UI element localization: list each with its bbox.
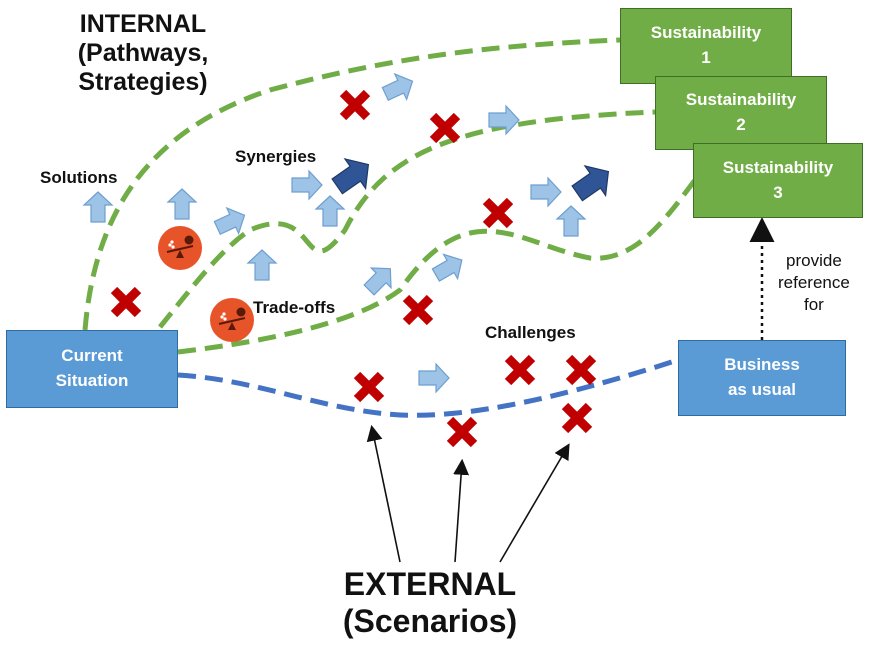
light-blue-arrow-icon-7 [363, 267, 392, 296]
current-situation-box: Current Situation [6, 330, 178, 408]
red-cross-icon-4 [482, 197, 514, 229]
external-heading: EXTERNAL (Scenarios) [300, 566, 560, 640]
red-cross-icon-8 [565, 354, 597, 386]
red-cross-icon-10 [561, 402, 593, 434]
current-situation-line1: Current [61, 346, 123, 366]
dark-blue-arrow-icon-2 [571, 165, 610, 202]
challenges-label: Challenges [485, 323, 576, 342]
sustainability-1-line1: Sustainability [650, 23, 762, 43]
scenario-arrow-2 [453, 458, 470, 563]
red-cross-icon-1 [110, 286, 142, 318]
scenario-arrow-1 [366, 424, 401, 563]
red-cross-icon-2 [339, 89, 371, 121]
external-heading-line1: EXTERNAL [343, 566, 517, 602]
light-blue-arrow-icon-6 [314, 195, 346, 227]
provide-reference-line1: provide [786, 251, 842, 270]
provide-reference-line2: reference [778, 273, 850, 293]
red-cross-icon-7 [504, 354, 536, 386]
sustainability-2-box: Sustainability 2 [655, 76, 827, 150]
light-blue-arrow-icon-5 [291, 169, 323, 201]
provide-reference-line3: for [803, 295, 824, 315]
red-cross-icon-6 [353, 371, 385, 403]
light-blue-arrow-icon-3 [213, 206, 246, 236]
dark-blue-arrow-icon-1 [331, 158, 370, 195]
light-blue-arrow-icon-4 [246, 249, 278, 281]
light-blue-arrow-icon-11 [530, 176, 562, 208]
internal-heading-line2: (Pathways, [77, 38, 209, 67]
sustainability-1-box: Sustainability 1 [620, 8, 792, 84]
internal-heading: INTERNAL (Pathways, Strategies) [48, 10, 238, 96]
external-heading-line2: (Scenarios) [342, 602, 518, 639]
provide-reference-label: provide reference for [778, 250, 850, 316]
red-cross-icon-9 [446, 416, 478, 448]
red-cross-icon-3 [429, 112, 461, 144]
light-blue-arrow-icon-2 [166, 188, 198, 220]
business-as-usual-path [177, 357, 679, 418]
sustainability-3-line1: Sustainability [722, 157, 834, 177]
light-blue-arrow-icon-12 [555, 205, 587, 237]
business-as-usual-box: Business as usual [678, 340, 846, 416]
internal-heading-line3: Strategies) [78, 67, 208, 96]
red-cross-icon-5 [402, 294, 434, 326]
light-blue-arrow-icon-10 [488, 104, 520, 136]
business-as-usual-line2: as usual [727, 380, 797, 399]
balance-scale-icon-1 [158, 226, 202, 270]
scenario-arrow-3 [499, 443, 570, 563]
light-blue-arrow-icon-13 [418, 362, 450, 394]
light-blue-arrow-icon-1 [82, 191, 114, 223]
pathway-to-sustainability-1 [82, 37, 621, 331]
sustainability-3-box: Sustainability 3 [693, 143, 863, 218]
tradeoffs-label: Trade-offs [253, 298, 336, 317]
current-situation-line2: Situation [55, 371, 129, 390]
sustainability-2-line2: 2 [736, 115, 746, 134]
sustainability-2-line1: Sustainability [685, 90, 797, 110]
business-as-usual-line1: Business [724, 355, 800, 375]
synergies-label: Synergies [235, 147, 317, 166]
light-blue-arrow-icon-9 [381, 72, 414, 102]
solutions-label: Solutions [40, 168, 118, 187]
light-blue-arrow-icon-8 [431, 253, 463, 282]
pathway-to-sustainability-2 [158, 109, 656, 329]
internal-heading-line1: INTERNAL [79, 10, 207, 38]
pathway-to-sustainability-3 [177, 178, 698, 355]
sustainability-1-line2: 1 [701, 48, 711, 67]
sustainability-3-line2: 3 [773, 182, 783, 202]
balance-scale-icon-2 [210, 298, 254, 342]
